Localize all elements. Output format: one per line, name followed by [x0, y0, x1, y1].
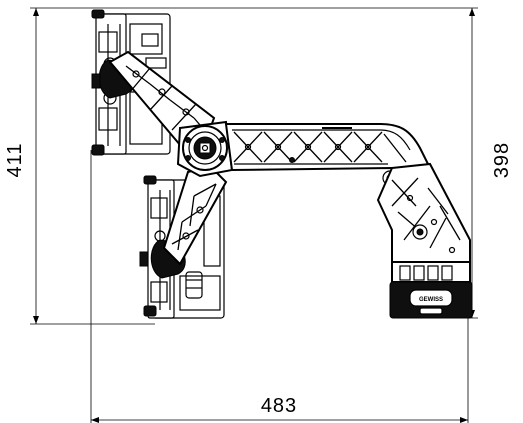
arrow-left-top: [33, 8, 39, 16]
arrow-left-bottom: [33, 316, 39, 324]
base-housing: GEWISS: [389, 261, 473, 319]
dim-label-width: 483: [261, 395, 297, 417]
lower-diagonal-arm: [162, 164, 228, 266]
brand-badge: [409, 289, 453, 307]
arrow-right-top: [469, 8, 475, 16]
arrow-bottom-right: [460, 417, 468, 423]
descending-arm: [376, 162, 471, 263]
brand-badge-text: GEWISS: [419, 297, 443, 303]
dim-label-left-height: 411: [4, 143, 26, 178]
central-hub: [176, 120, 234, 178]
dim-label-right-height: 398: [491, 142, 513, 178]
dimension-lines: [30, 7, 478, 423]
arrow-bottom-left: [91, 417, 99, 423]
